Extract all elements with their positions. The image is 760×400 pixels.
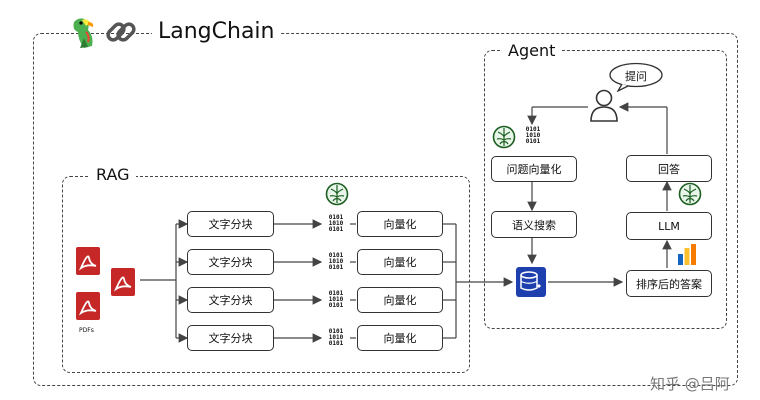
binary-vector-icon: 0101 1010 0101 bbox=[525, 126, 541, 145]
embed-box: 向量化 bbox=[357, 249, 443, 275]
semantic-search-box: 语义搜索 bbox=[491, 211, 577, 238]
openai-brain-icon bbox=[492, 125, 516, 149]
pdf-file-icon bbox=[76, 247, 100, 275]
chunk-box: 文字分块 bbox=[187, 211, 274, 237]
binary-vector-icon: 0101 1010 0101 bbox=[328, 214, 344, 233]
watermark: 知乎 @吕阿 bbox=[650, 375, 730, 393]
vector-database-icon bbox=[516, 267, 546, 297]
chunk-box: 文字分块 bbox=[187, 287, 274, 313]
sorted-answer-box: 排序后的答案 bbox=[626, 270, 712, 297]
question-label: 提问 bbox=[625, 70, 647, 83]
binary-vector-icon: 0101 1010 0101 bbox=[328, 252, 344, 271]
chunk-box: 文字分块 bbox=[187, 249, 274, 275]
langchain-frame bbox=[33, 33, 738, 386]
agent-label: Agent bbox=[502, 41, 562, 60]
llm-box: LLM bbox=[626, 212, 712, 240]
question-bubble bbox=[609, 62, 663, 92]
agent-frame bbox=[484, 50, 727, 329]
user-icon bbox=[590, 89, 618, 122]
answer-box: 回答 bbox=[626, 155, 712, 182]
query-vectorize-box: 问题向量化 bbox=[491, 156, 577, 182]
embed-box: 向量化 bbox=[357, 325, 443, 351]
embed-box: 向量化 bbox=[357, 211, 443, 237]
parrot-icon bbox=[73, 18, 94, 48]
page-title: LangChain bbox=[152, 19, 281, 44]
embed-box: 向量化 bbox=[357, 287, 443, 313]
pdfs-label: PDFs bbox=[79, 327, 94, 334]
openai-brain-icon bbox=[325, 182, 349, 206]
pdf-file-icon bbox=[111, 268, 135, 296]
binary-vector-icon: 0101 1010 0101 bbox=[328, 290, 344, 309]
chain-link-icon bbox=[106, 22, 136, 42]
rag-frame bbox=[62, 176, 470, 373]
openai-brain-icon bbox=[678, 182, 702, 206]
chunk-box: 文字分块 bbox=[187, 325, 274, 351]
bar-chart-icon bbox=[678, 244, 696, 265]
rag-label: RAG bbox=[90, 165, 136, 184]
pdf-file-icon bbox=[76, 292, 100, 320]
binary-vector-icon: 0101 1010 0101 bbox=[328, 328, 344, 347]
